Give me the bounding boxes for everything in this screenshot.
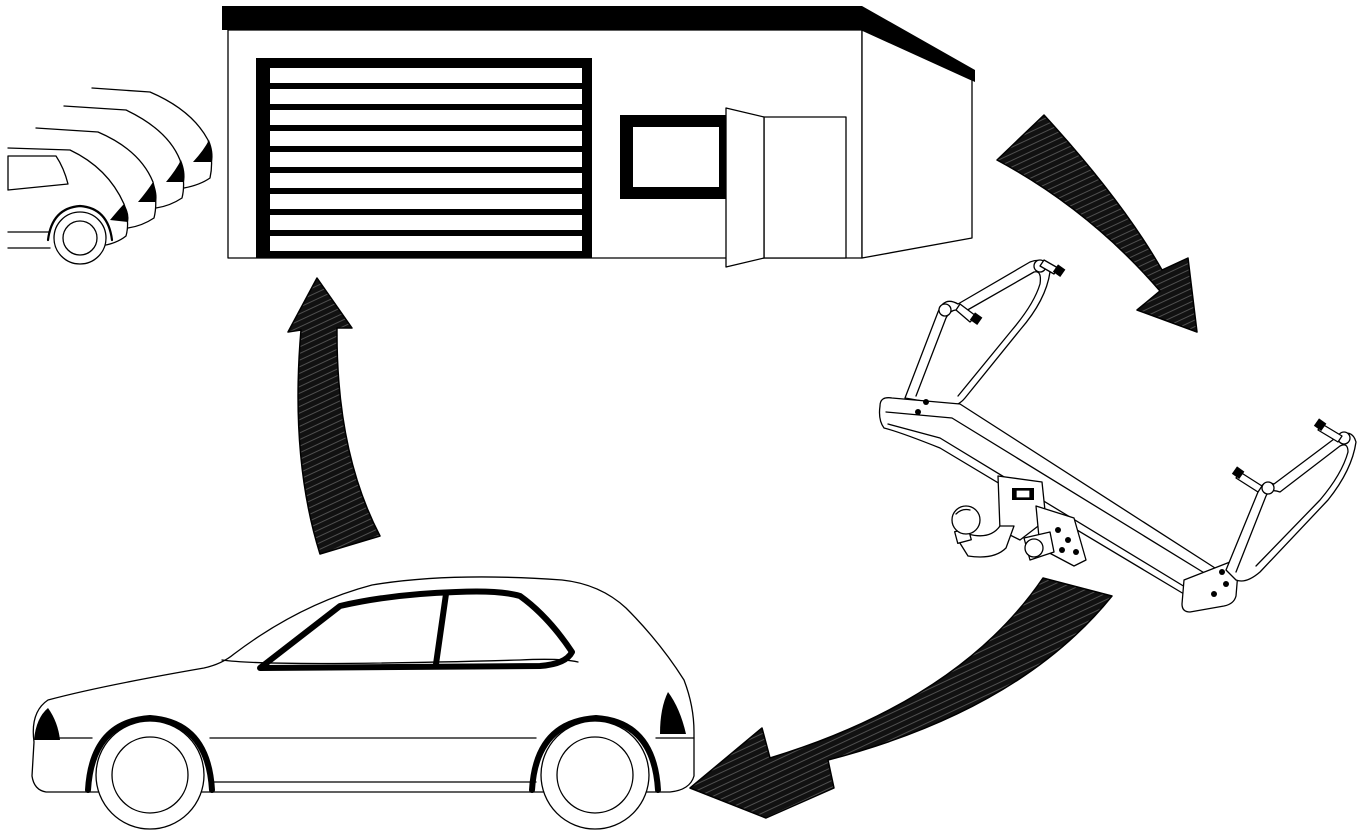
queued-car-rear-3 (63, 105, 185, 209)
tow-bar-bolt (955, 303, 983, 325)
car-front-wheel (95, 720, 205, 830)
garage-roller-door (256, 58, 592, 258)
waiting-cars-queue (7, 87, 213, 265)
car-rear-light (660, 692, 686, 734)
car-side-icon (31, 576, 695, 830)
tow-bar-icon (878, 259, 1357, 613)
queued-car-front (7, 147, 129, 265)
curved-arrow-icon (287, 277, 381, 555)
queued-car-wheel (53, 211, 107, 265)
tow-bar-bolt (1039, 259, 1066, 277)
curved-arrow-icon (996, 114, 1198, 333)
queued-car-rear-2 (35, 127, 157, 229)
queued-car-rear-4 (91, 87, 213, 189)
tow-bar-bolt (1231, 466, 1263, 493)
tow-ball-hitch (951, 475, 1087, 567)
tow-bar-bolt (1313, 418, 1343, 443)
car-front-light (34, 708, 60, 740)
car-rear-wheel (540, 720, 650, 830)
garage-window (620, 115, 732, 199)
car-windows (257, 588, 575, 671)
curved-arrow-icon (689, 577, 1113, 819)
garage-side-door (725, 107, 847, 268)
garage-building-icon (222, 6, 975, 268)
